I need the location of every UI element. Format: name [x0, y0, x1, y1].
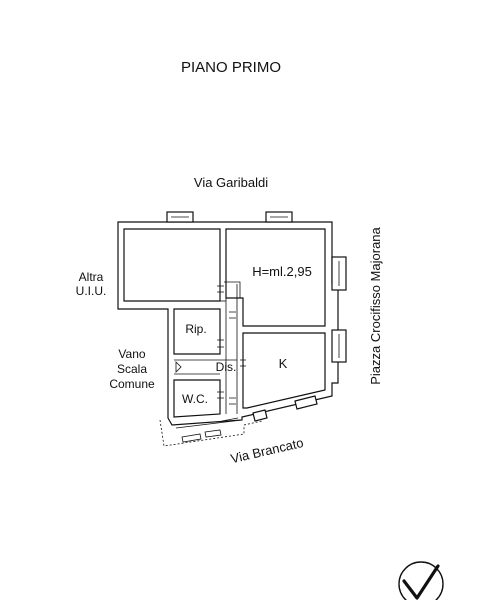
street-label-east: Piazza Crocifisso Majorana	[368, 226, 383, 384]
south-openings	[175, 395, 318, 443]
room-label-kitchen: K	[279, 356, 288, 371]
room-label-bathroom: W.C.	[182, 392, 208, 406]
common-stair-label: Vano Scala Comune	[109, 347, 155, 391]
checkmark-stamp-icon	[398, 561, 444, 600]
balcony-outline	[159, 419, 263, 447]
svg-text:Altra: Altra	[79, 270, 104, 284]
svg-text:U.I.U.: U.I.U.	[76, 284, 107, 298]
other-unit-label: Altra U.I.U.	[76, 270, 107, 298]
walls	[117, 221, 339, 426]
room-height-note: H=ml.2,95	[252, 264, 312, 279]
svg-text:Scala: Scala	[117, 362, 147, 376]
street-label-north: Via Garibaldi	[194, 175, 268, 190]
plan-title: PIANO PRIMO	[181, 59, 281, 76]
street-label-south: Via Brancato	[229, 435, 305, 466]
room-label-hall: Dis.	[216, 360, 237, 374]
stair-arrow-icon	[175, 361, 182, 373]
room-label-storage: Rip.	[185, 322, 206, 336]
svg-text:Vano: Vano	[118, 347, 145, 361]
north-windows	[166, 211, 293, 223]
svg-text:Comune: Comune	[109, 377, 155, 391]
east-windows	[331, 256, 347, 363]
